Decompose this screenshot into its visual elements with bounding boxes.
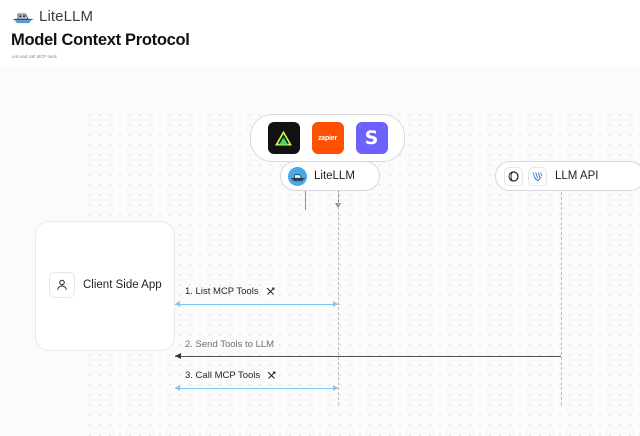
message-3-arrowhead-left: [175, 384, 180, 391]
arrow-mcp-to-litellm-head: [334, 203, 341, 208]
andela-triangle-icon[interactable]: [267, 122, 300, 154]
message-1-text: 1. List MCP Tools: [185, 286, 259, 297]
anthropic-icon: [528, 166, 547, 186]
message-1-line: [175, 304, 338, 305]
message-1-arrowhead-right: [333, 300, 338, 307]
slack-s-icon[interactable]: S: [355, 122, 388, 154]
slack-letter: S: [364, 126, 379, 149]
message-3-text: 3. Call MCP Tools: [185, 370, 261, 381]
message-2-line: [175, 356, 561, 357]
message-3-line: [175, 388, 338, 389]
lifeline-llm-api: [561, 192, 562, 405]
litellm-boat-icon: [13, 9, 33, 24]
tools-icon: [263, 285, 277, 298]
diagram-canvas[interactable]: MCP Tools zapier S LiteLLM: [0, 66, 640, 436]
message-1-arrowhead-left: [175, 300, 180, 307]
client-side-app-content: Client Side App: [49, 272, 162, 298]
message-1-label: 1. List MCP Tools: [185, 285, 277, 298]
openai-icon: [504, 166, 523, 186]
brand-name: LiteLLM: [39, 8, 94, 25]
node-litellm[interactable]: LiteLLM: [280, 161, 380, 191]
node-llm-api[interactable]: LLM API: [495, 161, 640, 191]
lifeline-litellm: [338, 192, 339, 405]
user-icon: [49, 272, 75, 298]
node-litellm-label: LiteLLM: [314, 170, 355, 182]
node-client-side-app[interactable]: Client Side App: [35, 221, 175, 351]
mcp-tools-group[interactable]: zapier S: [250, 114, 405, 162]
node-client-side-app-label: Client Side App: [83, 279, 162, 291]
page-subtitle: List and call MCP tools: [12, 54, 57, 59]
tools-icon: [265, 369, 279, 382]
message-2-label: 2. Send Tools to LLM: [185, 339, 274, 350]
message-3-arrowhead-right: [333, 384, 338, 391]
message-3-label: 3. Call MCP Tools: [185, 369, 279, 382]
message-2-arrowhead-left: [175, 352, 181, 359]
message-2-text: 2. Send Tools to LLM: [185, 339, 275, 350]
brand: LiteLLM: [13, 8, 93, 25]
zapier-icon[interactable]: zapier: [311, 122, 344, 154]
litellm-avatar-icon: [288, 166, 307, 186]
zapier-wordmark: zapier: [317, 134, 338, 142]
page-title: Model Context Protocol: [11, 31, 190, 49]
node-llm-api-label: LLM API: [555, 170, 599, 182]
